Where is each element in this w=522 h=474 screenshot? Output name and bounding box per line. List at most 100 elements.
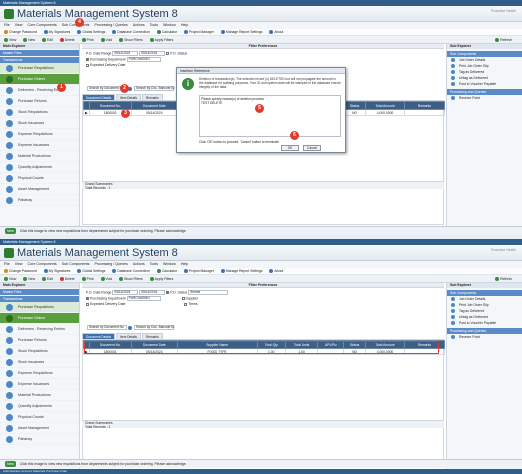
menu-processing[interactable]: Processing / Queries: [94, 23, 128, 27]
menu-help[interactable]: Help: [180, 23, 189, 27]
refresh-button[interactable]: Refresh: [495, 36, 512, 44]
date-to-input[interactable]: 05/14/2024: [139, 290, 166, 295]
void-button[interactable]: Void: [100, 38, 112, 43]
nav-purchase-returns[interactable]: Purchase Returns: [0, 96, 79, 107]
sub-print-slip[interactable]: Print Job Order Slip: [447, 302, 522, 308]
nav-purchase-orders[interactable]: Purchase Orders: [0, 74, 79, 85]
po-status-checkbox[interactable]: [166, 291, 170, 294]
menu-file[interactable]: File: [4, 23, 10, 27]
menu-tools[interactable]: Tools: [149, 23, 159, 27]
nav-expense-issuances[interactable]: Expense Issuances: [0, 379, 79, 390]
menu-sub[interactable]: Sub Components: [61, 262, 90, 266]
nav-quantity-adjustments[interactable]: Quantity Adjustments: [0, 162, 79, 173]
tb-report-settings[interactable]: Manage Report Settings: [220, 269, 262, 274]
dept-checkbox[interactable]: [86, 58, 89, 61]
search-icon[interactable]: [127, 325, 132, 330]
sub-untag-delivered[interactable]: Untag as Delivered: [447, 75, 522, 81]
terms-checkbox[interactable]: [184, 302, 188, 306]
new-button[interactable]: New: [23, 277, 35, 282]
nav-expense-requisitions[interactable]: Expense Requisitions: [0, 129, 79, 140]
tb-about[interactable]: About: [269, 269, 283, 274]
menu-processing[interactable]: Processing / Queries: [94, 262, 128, 266]
dept-checkbox[interactable]: [86, 297, 89, 300]
nav-purchase-requisitions[interactable]: Purchase Requisitions: [0, 302, 79, 313]
sub-job-order-details[interactable]: Job Order Details: [447, 296, 522, 302]
proc-receive-point[interactable]: Receive Point: [447, 334, 522, 340]
tb-change-password[interactable]: Change Password: [4, 269, 37, 274]
sub-post-voucher[interactable]: Post to Voucher Payable: [447, 320, 522, 326]
nav-expense-requisitions[interactable]: Expense Requisitions: [0, 368, 79, 379]
edit-button[interactable]: Edit: [42, 38, 53, 43]
ok-button[interactable]: OK: [281, 145, 299, 151]
search-icon[interactable]: [127, 86, 132, 91]
tb-db-connection[interactable]: Database Connection: [112, 269, 150, 274]
void-button[interactable]: Void: [100, 277, 112, 282]
search-barcode-input[interactable]: Search by Doc. Barcode ID: [133, 325, 175, 330]
sub-components-section[interactable]: Sub Components: [447, 51, 522, 57]
tb-signatures[interactable]: My Signatures: [43, 269, 70, 274]
tb-project-manager[interactable]: Project Manager: [184, 30, 214, 35]
grid-header-col[interactable]: Status: [343, 101, 367, 110]
sub-components-section[interactable]: Sub Components: [447, 290, 522, 296]
new-badge[interactable]: New: [5, 228, 16, 235]
nav-section-master-files[interactable]: Master Files: [0, 289, 79, 295]
search-doc-input[interactable]: Search by Document No.: [87, 325, 127, 330]
tb-change-password[interactable]: Change Password: [4, 30, 37, 35]
nav-section-master-files[interactable]: Master Files: [0, 50, 79, 56]
new-button[interactable]: New: [23, 38, 35, 43]
nav-pabahay[interactable]: Pabahay: [0, 195, 79, 206]
tb-db-connection[interactable]: Database Connection: [112, 30, 150, 35]
nav-pabahay[interactable]: Pabahay: [0, 434, 79, 445]
nav-material-productions[interactable]: Material Productions: [0, 151, 79, 162]
nav-deliveries[interactable]: Deliveries - Receiving Entries: [0, 324, 79, 335]
tb-about[interactable]: About: [269, 30, 283, 35]
dept-select[interactable]: PURCHASING: [126, 296, 161, 301]
tb-global-settings[interactable]: Global Settings: [77, 30, 105, 35]
menu-file[interactable]: File: [4, 262, 10, 266]
sub-job-order-details[interactable]: Job Order Details: [447, 57, 522, 63]
nav-stock-requisitions[interactable]: Stock Requisitions: [0, 346, 79, 357]
nav-physical-counts[interactable]: Physical Counts: [0, 173, 79, 184]
tb-global-settings[interactable]: Global Settings: [77, 269, 105, 274]
expected-checkbox[interactable]: [86, 63, 89, 67]
supplier-checkbox[interactable]: [181, 297, 185, 300]
nav-asset-management[interactable]: Asset Management: [0, 423, 79, 434]
menu-view[interactable]: View: [14, 262, 23, 266]
menu-window[interactable]: Window: [163, 262, 176, 266]
date-from-input[interactable]: 05/14/2024: [112, 51, 139, 56]
nav-asset-management[interactable]: Asset Management: [0, 184, 79, 195]
delete-button[interactable]: Delete: [59, 277, 75, 282]
nav-physical-counts[interactable]: Physical Counts: [0, 412, 79, 423]
nav-section-transactions[interactable]: Transactions: [0, 296, 79, 302]
sub-tag-delivered[interactable]: Tag as Delivered: [447, 308, 522, 314]
nav-quantity-adjustments[interactable]: Quantity Adjustments: [0, 401, 79, 412]
view-button[interactable]: View: [4, 277, 16, 282]
new-badge[interactable]: New: [5, 461, 16, 468]
nav-section-transactions[interactable]: Transactions: [0, 57, 79, 63]
tb-signatures[interactable]: My Signatures: [43, 30, 70, 35]
menu-window[interactable]: Window: [163, 23, 176, 27]
tb-report-settings[interactable]: Manage Report Settings: [220, 30, 262, 35]
processing-section[interactable]: Processing and Queries: [447, 89, 522, 95]
nav-purchase-orders[interactable]: Purchase Orders: [0, 313, 79, 324]
sub-untag-delivered[interactable]: Untag as Delivered: [447, 314, 522, 320]
dept-select[interactable]: PURCHASING: [126, 57, 161, 62]
grid-header-col[interactable]: Total Amount: [365, 101, 405, 110]
sub-print-slip[interactable]: Print Job Order Slip: [447, 63, 522, 69]
apply-filters-button[interactable]: Apply Filters: [149, 38, 173, 43]
date-to-input[interactable]: 05/14/2024: [139, 51, 166, 56]
menu-core[interactable]: Core Components: [27, 262, 57, 266]
menu-actions[interactable]: Actions: [132, 23, 145, 27]
nav-deliveries[interactable]: Deliveries - Receiving Entries: [0, 85, 79, 96]
menu-view[interactable]: View: [14, 23, 23, 27]
apply-filters-button[interactable]: Apply Filters: [149, 277, 173, 282]
sub-post-voucher[interactable]: Post to Voucher Payable: [447, 81, 522, 87]
menu-tools[interactable]: Tools: [149, 262, 159, 266]
nav-material-productions[interactable]: Material Productions: [0, 390, 79, 401]
po-status-select[interactable]: Served: [188, 290, 229, 295]
tb-calculator[interactable]: Calculator: [156, 30, 177, 35]
cancel-button[interactable]: Cancel: [303, 145, 321, 151]
menu-core[interactable]: Core Components: [27, 23, 57, 27]
menu-help[interactable]: Help: [180, 262, 189, 266]
nav-stock-issuances[interactable]: Stock Issuances: [0, 357, 79, 368]
